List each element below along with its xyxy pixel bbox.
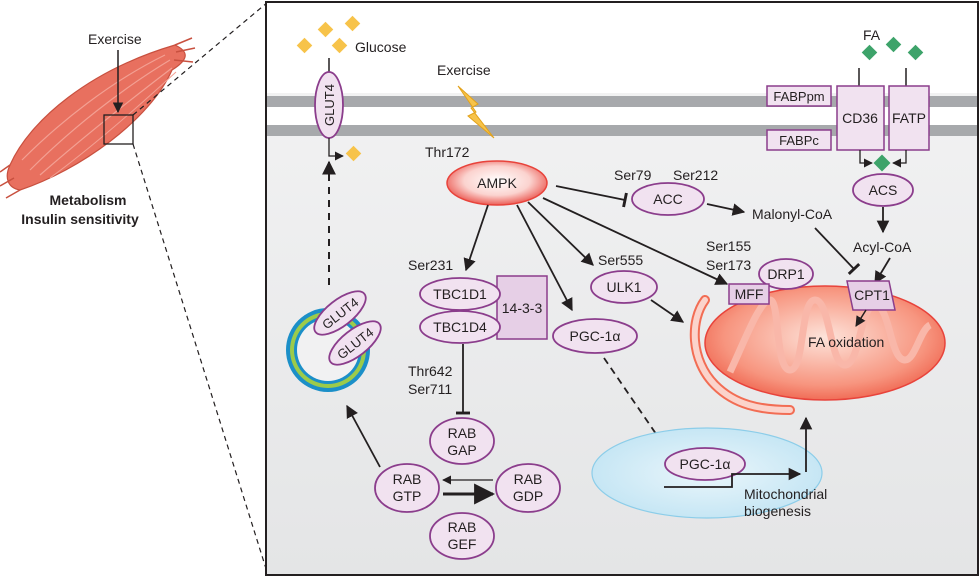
muscle-caption-metabolism: Metabolism [49,192,126,208]
acs-node [852,173,914,207]
ampk-label: AMPK [477,175,517,191]
rab-gtp-line2: GTP [393,488,422,504]
mito-biogenesis-line1: Mitochondrial [744,486,827,502]
ulk1-node [590,270,658,304]
glut4-label: GLUT4 [322,84,337,126]
rab-gap-line1: RAB [448,425,477,441]
fabpc-box [766,129,832,151]
rab-gtp-line1: RAB [393,471,422,487]
cpt1-label: CPT1 [854,287,890,303]
muscle-caption-insulin: Insulin sensitivity [21,211,139,227]
vesicle-glut4-1 [313,290,367,336]
zoom-line-bottom [132,143,269,576]
malonyl-coa-label: Malonyl-CoA [752,206,833,222]
pgc1a-nuclear-label: PGC-1α [680,456,731,472]
exercise-bolt-icon [457,85,495,139]
rab-gap-line2: GAP [447,442,477,458]
tbc1d4-node [419,310,501,344]
cd36-label: CD36 [842,110,878,126]
rab-gtp-node [374,463,440,513]
fabppm-label: FABPpm [773,89,824,104]
ampk-node [446,160,548,206]
fatp-label: FATP [892,110,926,126]
rab-gdp-line1: RAB [514,471,543,487]
acc-node [631,182,705,216]
muscle-zoom-box [103,114,134,145]
gene-promoter-arrow [664,467,802,488]
pgc1a-nuclear-node [664,447,746,481]
ser711-label: Ser711 [408,381,452,397]
rab-gdp-line2: GDP [513,488,543,504]
fa-oxidation-label: FA oxidation [808,334,884,350]
muscle-exercise-label: Exercise [88,31,142,47]
ser155-label: Ser155 [706,238,751,254]
muscle-illustration [0,37,196,199]
p1433-box [496,275,548,340]
mito-biogenesis-line2: biogenesis [744,503,811,519]
tbc1d1-node [419,277,501,311]
zoom-line-top [132,1,269,116]
glut4-vesicle [286,308,370,392]
cpt1-box [846,280,896,311]
fabpc-label: FABPc [779,133,819,148]
rab-gef-line1: RAB [448,519,477,535]
ser231-label: Ser231 [408,257,453,273]
tbc1d1-label: TBC1D1 [433,286,487,302]
tbc1d4-label: TBC1D4 [433,319,487,335]
rab-gef-node [429,512,495,560]
ser79-label: Ser79 [614,167,652,183]
fa-label: FA [863,27,881,43]
glucose-label: Glucose [355,39,407,55]
mff-label: MFF [735,286,764,302]
acs-label: ACS [869,182,898,198]
mito-cristae [726,296,933,374]
fatp-box [888,85,930,151]
cd36-box [836,85,885,151]
fabppm-box [766,85,832,107]
drp1-node [758,258,814,290]
ser555-label: Ser555 [598,252,643,268]
rab-gap-node [429,417,495,465]
acyl-coa-label: Acyl-CoA [853,239,912,255]
rab-gef-line2: GEF [448,536,477,552]
ulk1-label: ULK1 [606,279,641,295]
rab-gdp-node [495,463,561,513]
vesicle-glut4-2 [328,320,382,366]
thr642-label: Thr642 [408,363,453,379]
membrane-inner-leaflet [267,125,977,136]
thr172-label: Thr172 [425,144,470,160]
acc-label: ACC [653,191,683,207]
ser212-label: Ser212 [673,167,718,183]
ser173-label: Ser173 [706,257,751,273]
pgc1a-cyto-label: PGC-1α [570,328,621,344]
mff-box [728,283,770,305]
membrane-outer-leaflet [267,96,977,107]
drp1-label: DRP1 [767,266,805,282]
exercise-label: Exercise [437,62,491,78]
p1433-label: 14-3-3 [502,300,543,316]
pgc1a-cyto-node [552,318,638,354]
